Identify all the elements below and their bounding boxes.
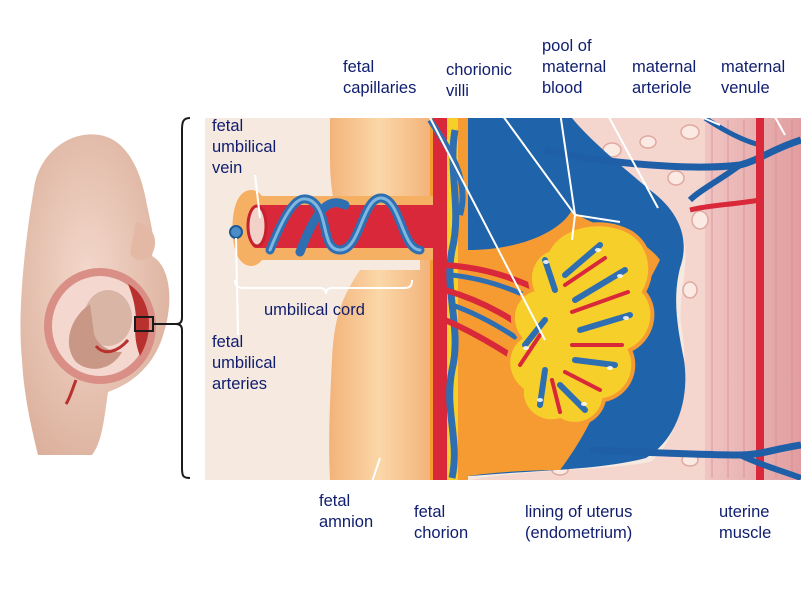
placenta-small bbox=[128, 284, 150, 356]
placenta-detail-panel bbox=[205, 118, 801, 480]
birth-canal bbox=[64, 379, 78, 405]
label-fetal-amnion: fetal amnion bbox=[319, 492, 374, 531]
maternal-arteriole-branch bbox=[689, 197, 761, 213]
label-fetal-capillaries: fetal capillaries bbox=[343, 58, 417, 97]
maternal-venule-branch bbox=[687, 162, 742, 203]
label-maternal-venule: maternal venule bbox=[721, 58, 786, 97]
amnion-layer bbox=[329, 118, 430, 480]
label-fetal-umbilical-vein: fetal umbilical vein bbox=[212, 117, 277, 177]
maternal-venule-vessel bbox=[544, 136, 801, 171]
label-lining-of-uterus: lining of uterus (endometrium) bbox=[525, 503, 633, 542]
umbilical-vein-opening bbox=[246, 204, 268, 248]
fetus-head bbox=[84, 290, 132, 346]
zoom-bracket bbox=[175, 117, 191, 479]
label-chorionic-villi: chorionic villi bbox=[446, 61, 513, 100]
label-fetal-umbilical-arteries: fetal umbilical arteries bbox=[212, 333, 277, 393]
woman-breast bbox=[130, 222, 156, 260]
umbilical-artery-opening bbox=[229, 225, 243, 239]
umbilical-cord-small bbox=[94, 339, 130, 354]
umbilical-cord-bracket bbox=[234, 279, 413, 295]
label-maternal-arteriole: maternal arteriole bbox=[632, 58, 697, 97]
label-uterine-muscle: uterine muscle bbox=[719, 503, 772, 542]
endometrium-layer bbox=[470, 118, 705, 480]
leader-lines bbox=[235, 107, 786, 483]
uterine-muscle-layer bbox=[700, 118, 801, 480]
maternal-vein-lower-branch bbox=[738, 452, 801, 480]
maternal-vein-lower bbox=[589, 441, 801, 459]
label-fetal-chorion: fetal chorion bbox=[414, 503, 469, 542]
label-pool-of-maternal-blood: pool of maternal blood bbox=[542, 37, 607, 97]
umbilical-arteries-spiral-highlight bbox=[268, 196, 422, 252]
pregnant-woman-illustration bbox=[20, 134, 180, 455]
chorionic-villi-cluster bbox=[506, 222, 655, 426]
label-umbilical-cord: umbilical cord bbox=[264, 301, 365, 319]
